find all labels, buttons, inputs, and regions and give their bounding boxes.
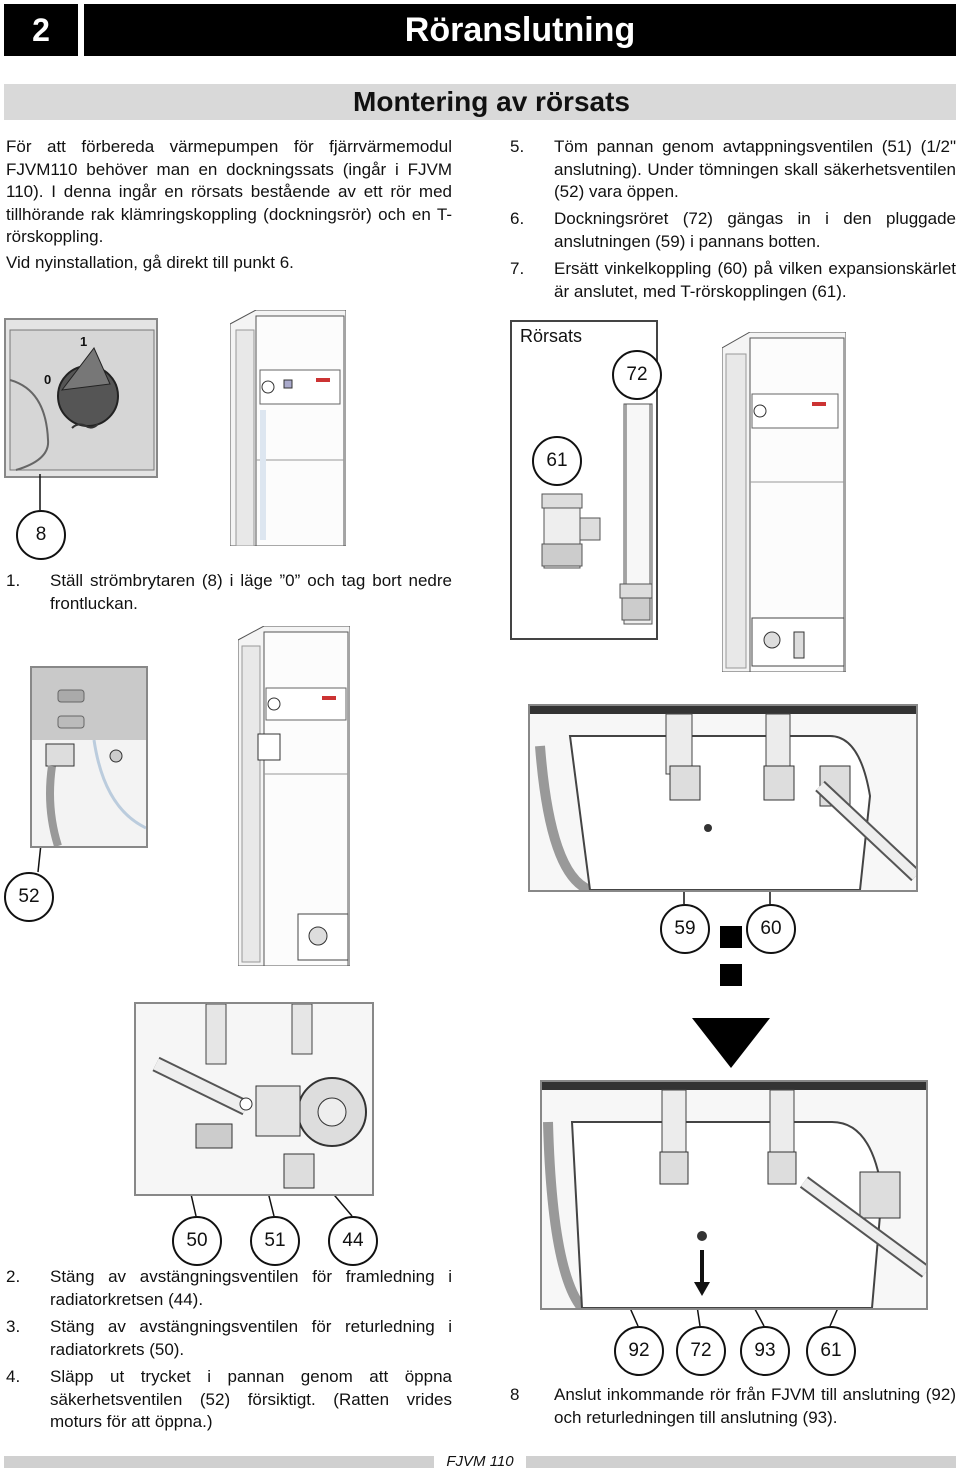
step-number: 3. <box>6 1317 21 1336</box>
step-4: 4. Släpp ut trycket i pannan genom att ö… <box>6 1366 452 1436</box>
switch-position-0: 0 <box>44 372 52 387</box>
step-5: 5. Töm pannan genom avtappningsventilen … <box>510 136 956 201</box>
step-number: 6. <box>510 209 525 228</box>
intro-note: Vid nyinstallation, gå direkt till punkt… <box>6 253 294 272</box>
callout-59: 59 <box>660 904 710 954</box>
callout-61-bottom: 61 <box>806 1326 856 1376</box>
callout-51: 51 <box>250 1216 300 1266</box>
step-text: Ersätt vinkelkoppling (60) på vilken exp… <box>554 259 956 301</box>
switch-position-1: 1 <box>80 334 88 349</box>
step-text: Anslut inkommande rör från FJVM till ans… <box>554 1385 956 1427</box>
step-text: Stäng av avstängningsventilen för returl… <box>50 1317 452 1359</box>
down-arrow-icon <box>692 924 782 1070</box>
step-1: 1. Ställ strömbrytaren (8) i läge ”0” oc… <box>6 570 452 618</box>
power-switch-photo: 0 1 <box>4 318 158 478</box>
step-number: 2. <box>6 1267 21 1286</box>
chapter-number: 2 <box>4 4 78 56</box>
callout-72: 72 <box>612 350 662 400</box>
callout-8: 8 <box>16 510 66 560</box>
callout-61: 61 <box>532 436 582 486</box>
step-text: Töm pannan genom avtappningsventilen (51… <box>554 137 956 201</box>
boiler-open-illustration <box>722 332 846 672</box>
section-bar <box>4 84 956 120</box>
step-number: 7. <box>510 259 525 278</box>
callout-52: 52 <box>4 872 54 922</box>
pump-valves-photo <box>134 1002 374 1196</box>
docking-connection-photo <box>528 704 918 892</box>
step-number: 1. <box>6 571 21 590</box>
section-title: Montering av rörsats <box>353 86 630 117</box>
callout-72-bottom: 72 <box>676 1326 726 1376</box>
rorsats-label: Rörsats <box>520 326 583 346</box>
step-3: 3. Stäng av avstängningsventilen för ret… <box>6 1316 452 1364</box>
boiler-lower-open-illustration <box>238 626 350 966</box>
boiler-front-illustration <box>230 310 346 546</box>
step-text: Dockningsröret (72) gängas in i den plug… <box>554 209 956 251</box>
callout-44: 44 <box>328 1216 378 1266</box>
callout-60: 60 <box>746 904 796 954</box>
callout-50: 50 <box>172 1216 222 1266</box>
safety-valve-photo <box>30 666 148 848</box>
step-text: Stäng av avstängningsventilen för framle… <box>50 1267 452 1309</box>
footer-label: FJVM 110 <box>434 1451 526 1471</box>
callout-92: 92 <box>614 1326 664 1376</box>
step-6: 6. Dockningsröret (72) gängas in i den p… <box>510 208 956 256</box>
step-8: 8 Anslut inkommande rör från FJVM till a… <box>510 1384 956 1432</box>
step-number: 5. <box>510 137 525 156</box>
step-text: Ställ strömbrytaren (8) i läge ”0” och t… <box>50 571 452 613</box>
step-7: 7. Ersätt vinkelkoppling (60) på vilken … <box>510 258 956 306</box>
step-text: Släpp ut trycket i pannan genom att öppn… <box>50 1367 452 1431</box>
chapter-title: Röranslutning <box>84 4 956 56</box>
fjvm-connection-photo <box>540 1080 928 1310</box>
callout-93: 93 <box>740 1326 790 1376</box>
intro-paragraph: För att förbereda värmepumpen för fjärrv… <box>6 137 452 246</box>
step-number: 4. <box>6 1367 21 1386</box>
step-2: 2. Stäng av avstängningsventilen för fra… <box>6 1266 452 1314</box>
step-number: 8 <box>510 1385 520 1404</box>
